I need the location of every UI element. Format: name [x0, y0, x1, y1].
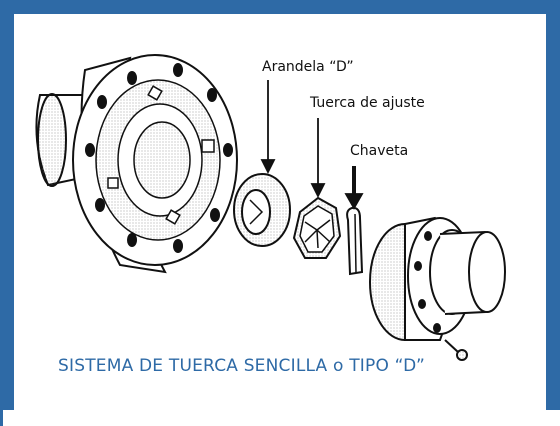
- leader-arrows: [260, 80, 364, 210]
- frame-left-border: [0, 0, 14, 410]
- label-tuerca-de-ajuste: Tuerca de ajuste: [310, 95, 425, 111]
- adjusting-nut-part: [292, 196, 342, 259]
- figure-caption: SISTEMA DE TUERCA SENCILLA o TIPO “D”: [58, 356, 425, 376]
- frame-right-border: [546, 0, 560, 410]
- drive-flange-part: [369, 216, 506, 361]
- hub-assembly: [35, 54, 238, 274]
- label-arandela-d: Arandela “D”: [262, 59, 354, 75]
- washer-d-part: [233, 173, 291, 247]
- cotter-pin-part: [346, 206, 364, 276]
- frame-bottom-left-tick: [0, 409, 3, 426]
- label-chaveta: Chaveta: [350, 143, 409, 159]
- frame-top-border: [0, 0, 560, 14]
